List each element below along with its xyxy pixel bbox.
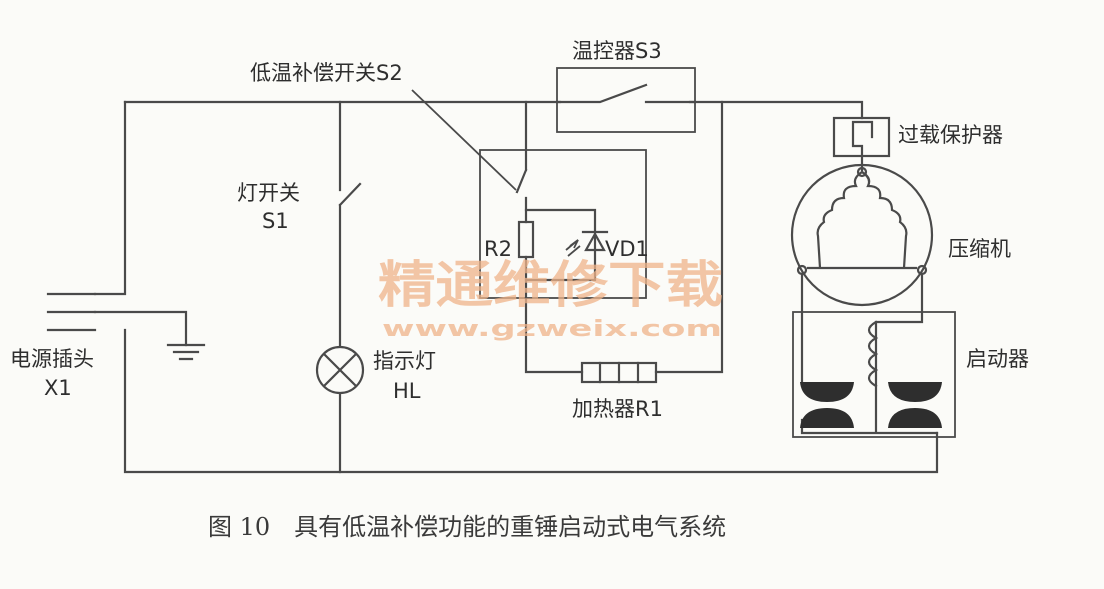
starter-contact-top-left <box>800 382 854 402</box>
figure-caption: 图 10 具有低温补偿功能的重锤启动式电气系统 <box>208 513 726 541</box>
label-compressor: 压缩机 <box>948 237 1011 261</box>
compressor-housing <box>790 163 934 307</box>
starter-coil <box>867 320 879 388</box>
label-plug-id: X1 <box>44 376 72 400</box>
watermark-title: 精通维修下载 <box>378 256 723 314</box>
compressor-windings <box>806 170 918 270</box>
overload-element <box>851 120 874 172</box>
vd1-light-arrows <box>565 239 581 257</box>
left-wire <box>93 100 939 474</box>
label-indicator-id: HL <box>393 379 421 403</box>
starter-box <box>792 311 956 438</box>
heater-r1-segments <box>598 361 640 384</box>
label-heater: 加热器R1 <box>572 397 663 421</box>
plug-pins <box>46 292 97 332</box>
label-vd1: VD1 <box>605 237 649 261</box>
s2-leader <box>411 89 517 191</box>
starter-contact-top-right <box>888 382 942 402</box>
vd1-diode <box>581 230 609 252</box>
vd1-wire <box>524 208 597 282</box>
indicator-lamp-cross <box>322 352 358 388</box>
indicator-lamp <box>315 345 365 395</box>
label-lamp-switch: 灯开关 <box>237 181 300 205</box>
starter-contact-bottom-right <box>888 408 942 428</box>
watermark-url: www.gzweix.com <box>382 317 722 342</box>
starter-contact-bottom-left <box>800 408 854 428</box>
label-thermostat: 温控器S3 <box>572 39 662 63</box>
terminal-top <box>856 166 868 178</box>
starter-wiring <box>800 272 939 435</box>
top-wire <box>123 100 864 120</box>
thermostat-contact <box>555 83 697 104</box>
label-r2: R2 <box>484 237 512 261</box>
compensation-box <box>479 149 647 299</box>
label-low-temp-switch: 低温补偿开关S2 <box>250 61 403 85</box>
label-overload: 过载保护器 <box>898 123 1003 147</box>
label-plug: 电源插头 <box>10 347 94 371</box>
resistor-r2 <box>517 220 535 259</box>
label-indicator: 指示灯 <box>373 349 436 373</box>
lamp-branch-wire <box>338 100 362 474</box>
label-starter: 启动器 <box>966 347 1029 371</box>
label-lamp-switch-id: S1 <box>262 209 289 233</box>
ground-wire <box>93 310 188 347</box>
ground-symbol <box>166 343 206 361</box>
thermostat-box <box>556 67 696 133</box>
